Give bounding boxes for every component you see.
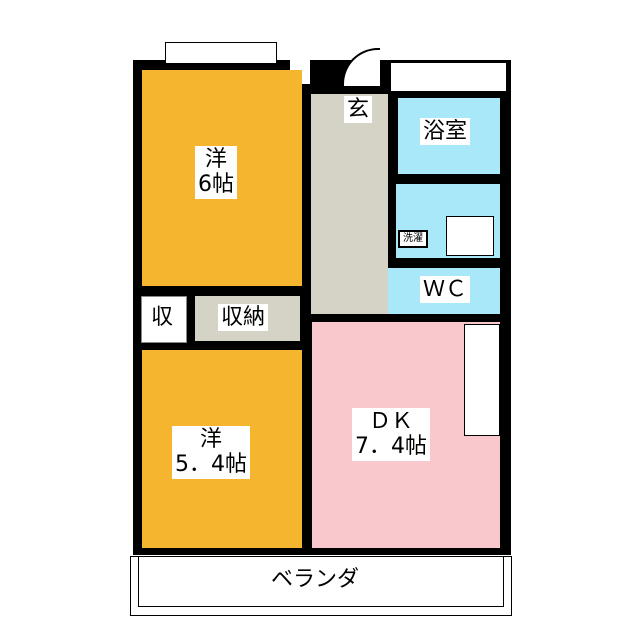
veranda-inner [138,556,504,607]
toilet-label: ＷＣ [420,276,471,304]
entrance-label: 玄 [344,96,373,124]
hallway [311,94,388,314]
bathroom-label: 浴室 [420,118,471,146]
washbasin [446,216,494,256]
entrance-door [342,48,380,86]
bath-window [390,62,507,92]
storage-small-label: 収 [148,304,177,332]
kitchen-counter [464,324,500,436]
hall-top-wall [300,84,400,94]
washer-label: 洗濯 [398,230,428,248]
storage-label: 収納 [218,304,269,332]
veranda-label: ベランダ [268,566,363,594]
window [165,42,277,64]
